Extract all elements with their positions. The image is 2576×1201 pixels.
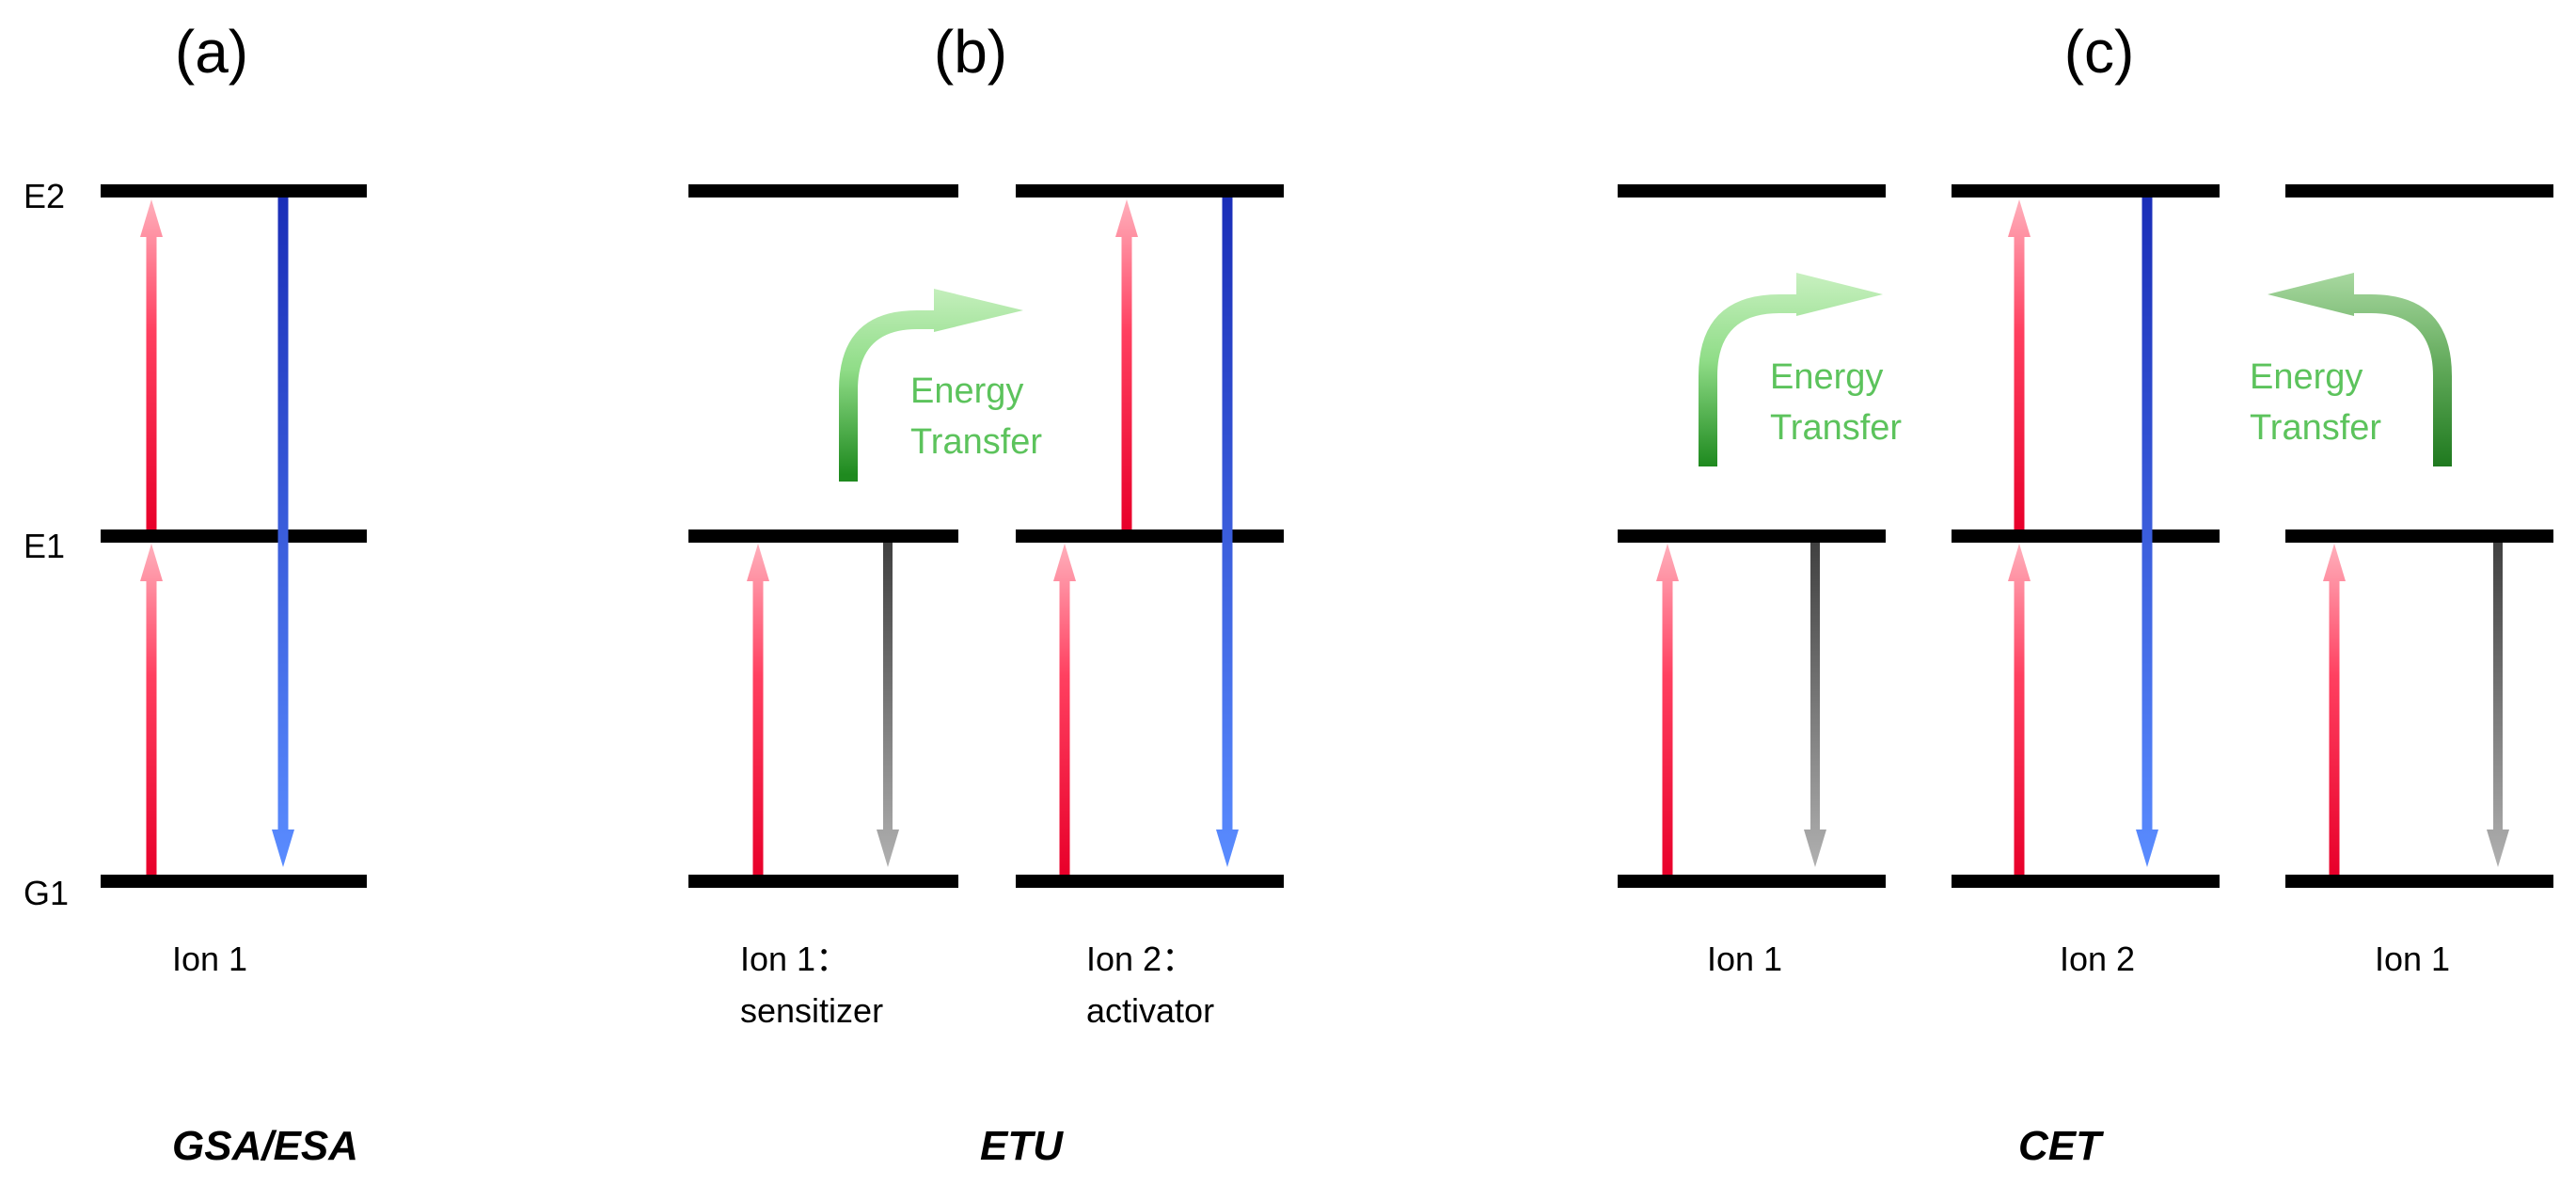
ion-label-b1-line2: sensitizer [740, 991, 883, 1030]
level-line-b1-e2 [688, 184, 958, 198]
excitation-arrow-c2-e1-e2 [2008, 199, 2031, 529]
emission-arrow-a-e2-g1 [272, 198, 294, 867]
level-line-b2-e1 [1016, 529, 1284, 543]
excitation-arrow-b1-g1-e1 [747, 544, 769, 875]
level-line-c2-g1 [1952, 875, 2220, 888]
level-line-c1-e1 [1618, 529, 1886, 543]
relaxation-arrow-c1-e1-g1 [1804, 543, 1826, 867]
energy-transfer-label-c2-line2: Transfer [2250, 408, 2381, 448]
curved-arrow-icon [839, 289, 1023, 482]
excitation-arrow-a-e1-e2 [140, 199, 163, 529]
level-line-b2-e2 [1016, 184, 1284, 198]
energy-transfer-label-c1-line1: Energy [1770, 357, 1883, 397]
level-line-c1-e2 [1618, 184, 1886, 198]
level-line-b1-e1 [688, 529, 958, 543]
energy-transfer-c-left [1699, 273, 1883, 466]
energy-transfer-label-c1-line2: Transfer [1770, 408, 1902, 448]
excitation-arrow-a-g1-e1 [140, 544, 163, 875]
panel-titles: GSA/ESA ETU CET [172, 1123, 2104, 1169]
relaxation-arrow-b1-e1-g1 [877, 543, 899, 867]
energy-transfer-label-b-line1: Energy [910, 371, 1023, 411]
energy-levels [101, 184, 2553, 888]
level-line-c3-g1 [2285, 875, 2553, 888]
energy-transfer-label-c2-line1: Energy [2250, 357, 2363, 397]
level-label-e1: E1 [24, 527, 65, 565]
excitation-arrow-b2-g1-e1 [1053, 544, 1076, 875]
excitation-arrow-c1-g1-e1 [1656, 544, 1679, 875]
level-line-a-e1 [101, 529, 367, 543]
level-label-e2: E2 [24, 177, 65, 215]
excitation-arrow-b2-e1-e2 [1115, 199, 1138, 529]
excitation-arrow-c2-g1-e1 [2008, 544, 2031, 875]
level-line-b1-g1 [688, 875, 958, 888]
excitation-arrow-c3-g1-e1 [2323, 544, 2346, 875]
level-line-c3-e1 [2285, 529, 2553, 543]
curved-arrow-icon [2268, 273, 2452, 466]
level-line-c1-g1 [1618, 875, 1886, 888]
level-line-a-g1 [101, 875, 367, 888]
relaxation-arrow-c3-e1-g1 [2487, 543, 2509, 867]
ion-label-c1: Ion 1 [1707, 940, 1782, 978]
level-line-a-e2 [101, 184, 367, 198]
curved-arrow-icon [1699, 273, 1883, 466]
energy-transfer-b [839, 289, 1023, 482]
emission-arrow-c2-e2-g1 [2136, 198, 2158, 867]
ion-label-c3: Ion 1 [2375, 940, 2450, 978]
ion-label-a: Ion 1 [172, 940, 247, 978]
emission-arrow-b2-e2-g1 [1216, 198, 1239, 867]
panel-b-label: (b) [934, 18, 1007, 86]
panel-a-label: (a) [175, 18, 248, 86]
ion-label-b2-line1: Ion 2： [1086, 940, 1195, 978]
energy-transfer-labels: Energy Transfer Energy Transfer Energy T… [910, 357, 2381, 462]
ion-labels: Ion 1 Ion 1： sensitizer Ion 2： activator… [172, 940, 2450, 1030]
energy-transfer-c-right [2268, 273, 2452, 466]
panel-title-c: CET [2018, 1123, 2104, 1169]
ion-label-c2: Ion 2 [2060, 940, 2135, 978]
transition-arrows [140, 198, 2509, 875]
panel-c-label: (c) [2064, 18, 2135, 86]
level-label-g1: G1 [24, 874, 69, 912]
panel-title-b: ETU [980, 1123, 1064, 1169]
level-line-c2-e2 [1952, 184, 2220, 198]
level-line-c2-e1 [1952, 529, 2220, 543]
level-line-c3-e2 [2285, 184, 2553, 198]
energy-transfer-label-b-line2: Transfer [910, 422, 1042, 462]
panel-title-a: GSA/ESA [172, 1123, 358, 1169]
ion-label-b1-line1: Ion 1： [740, 940, 849, 978]
ion-label-b2-line2: activator [1086, 991, 1214, 1030]
level-line-b2-g1 [1016, 875, 1284, 888]
